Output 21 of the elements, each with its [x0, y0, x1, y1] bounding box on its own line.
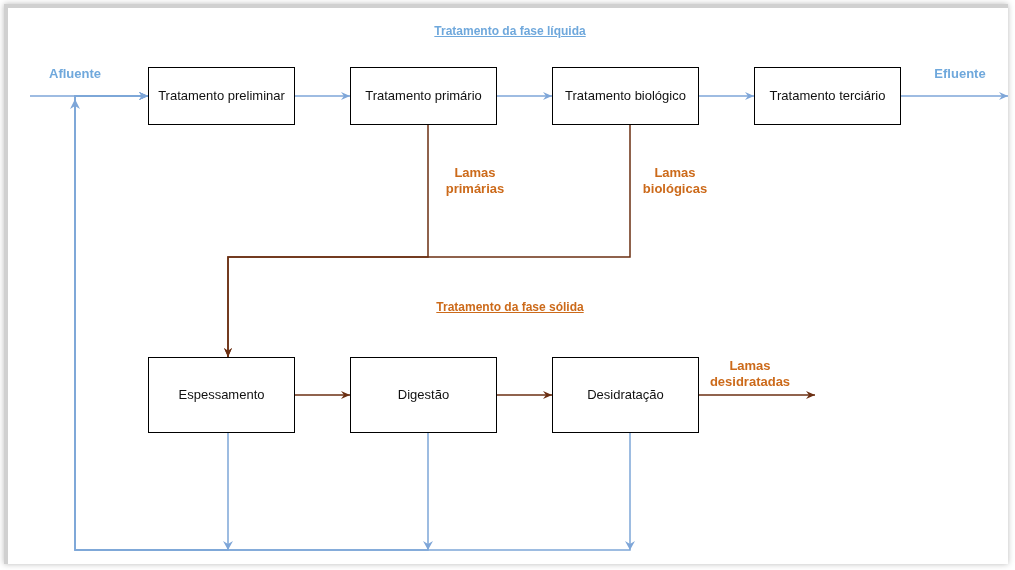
edge-label: Lamas desidratadas [708, 358, 792, 390]
section-heading: Tratamento da fase líquida [433, 23, 587, 40]
process-box [350, 357, 497, 433]
process-box [552, 357, 699, 433]
process-box [148, 357, 295, 433]
edge-label: Lamas primárias [444, 165, 506, 197]
box-text: Tratamento primário [365, 88, 482, 104]
box-text: Espessamento [178, 387, 265, 403]
process-box [148, 67, 295, 125]
process-box [754, 67, 901, 125]
edge-label: Afluente [48, 66, 102, 82]
box-text: Digestão [397, 387, 450, 403]
box-text: Tratamento preliminar [158, 88, 285, 104]
process-box [350, 67, 497, 125]
box-text: Tratamento terciário [769, 88, 886, 104]
process-box [552, 67, 699, 125]
box-text: Tratamento biológico [565, 88, 686, 104]
edge-label: Lamas biológicas [641, 165, 709, 197]
box-text: Desidratação [587, 387, 664, 403]
edge-label: Efluente [933, 66, 987, 82]
section-heading: Tratamento da fase sólida [435, 299, 585, 316]
